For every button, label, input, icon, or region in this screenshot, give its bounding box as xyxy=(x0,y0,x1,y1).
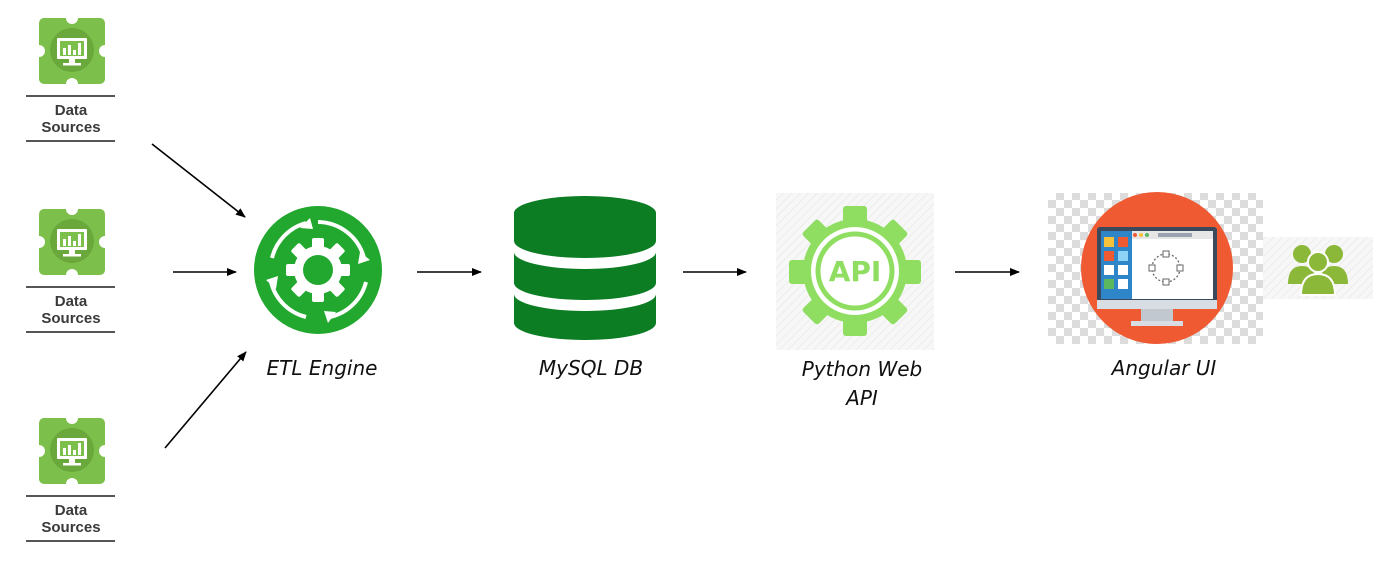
mysql-db-label: MySQL DB xyxy=(539,356,643,380)
data-source-1-label-line1: Data xyxy=(55,102,88,119)
monitor-chart-icon xyxy=(33,12,111,90)
python-web-api-label-line1: Python Web xyxy=(802,357,922,381)
data-source-2 xyxy=(33,203,111,281)
etl-engine xyxy=(254,206,382,334)
monitor-chart-icon xyxy=(33,203,111,281)
database-icon xyxy=(514,196,656,340)
angular-ui-label: Angular UI xyxy=(1110,356,1217,380)
arrow-ds1-to-etl xyxy=(151,143,246,218)
data-source-3-label-line1: Data xyxy=(55,502,88,519)
data-source-1 xyxy=(33,12,111,90)
users-group-icon xyxy=(1288,245,1348,296)
data-source-2-label-line1: Data xyxy=(55,293,88,310)
users xyxy=(1263,237,1373,299)
etl-engine-label: ETL Engine xyxy=(267,356,378,380)
api-gear-icon xyxy=(789,206,921,336)
python-web-api-label-line2: API xyxy=(844,386,878,410)
data-source-1-label-line2: Sources xyxy=(41,119,100,136)
monitor-ui-icon xyxy=(1097,227,1217,326)
angular-ui xyxy=(1048,192,1263,344)
api-icon-text: API xyxy=(829,255,882,288)
monitor-chart-icon xyxy=(33,412,111,490)
data-source-3-label-line2: Sources xyxy=(41,519,100,536)
data-source-3 xyxy=(33,412,111,490)
python-web-api: API xyxy=(776,193,934,350)
arrow-ds3-to-etl xyxy=(164,351,247,449)
mysql-db xyxy=(514,196,656,340)
data-source-2-label-line2: Sources xyxy=(41,310,100,327)
